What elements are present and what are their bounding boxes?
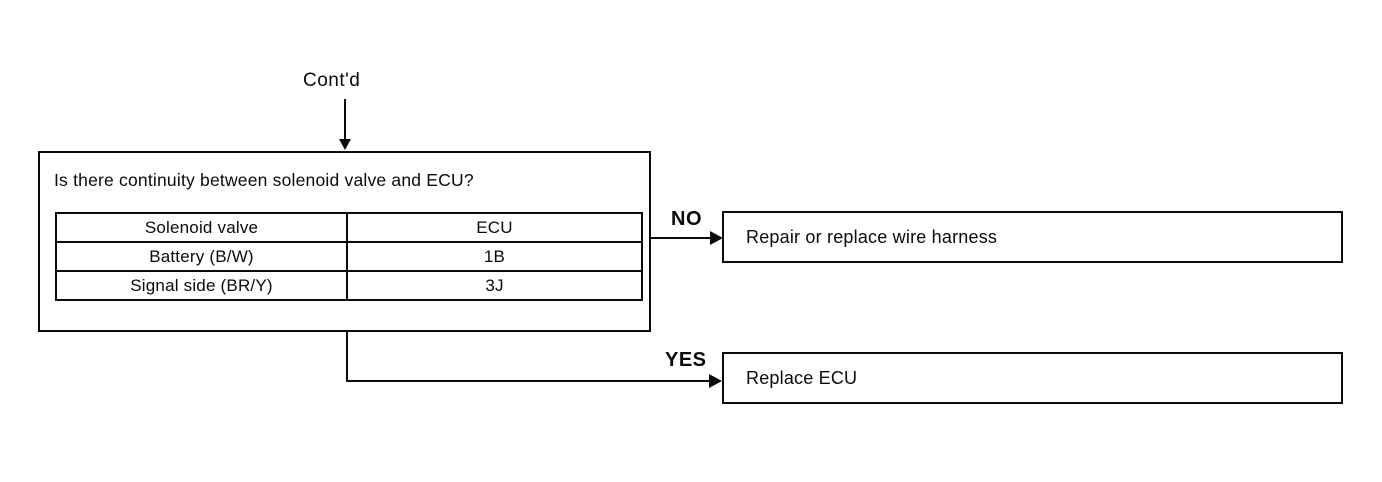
- continuity-table: Solenoid valve ECU Battery (B/W) 1B Sign…: [55, 212, 643, 301]
- table-cell-3j: 3J: [346, 270, 643, 301]
- replace-action-text: Replace ECU: [746, 367, 858, 388]
- question-node: Is there continuity between solenoid val…: [38, 151, 651, 332]
- yes-branch-label: YES: [665, 349, 707, 371]
- table-header-ecu: ECU: [346, 212, 643, 243]
- table-cell-battery: Battery (B/W): [55, 241, 348, 272]
- yes-connector-line-horizontal: [346, 380, 711, 382]
- arrowhead-down-icon: [339, 139, 351, 150]
- table-cell-1b: 1B: [346, 241, 643, 272]
- continued-connector-line: [344, 99, 346, 142]
- yes-connector-line-vertical: [346, 332, 348, 382]
- question-text: Is there continuity between solenoid val…: [54, 170, 474, 190]
- continued-label: Cont'd: [303, 70, 361, 91]
- action-node-repair: Repair or replace wire harness: [722, 211, 1343, 263]
- table-row: Signal side (BR/Y) 3J: [55, 270, 643, 301]
- action-node-replace: Replace ECU: [722, 352, 1343, 404]
- no-branch-label: NO: [671, 208, 702, 230]
- table-header-solenoid-valve: Solenoid valve: [55, 212, 348, 243]
- table-cell-signal-side: Signal side (BR/Y): [55, 270, 348, 301]
- arrowhead-right-icon: [709, 374, 722, 388]
- repair-action-text: Repair or replace wire harness: [746, 226, 998, 247]
- arrowhead-right-icon: [710, 231, 723, 245]
- table-row: Battery (B/W) 1B: [55, 241, 643, 272]
- table-header-row: Solenoid valve ECU: [55, 212, 643, 243]
- no-connector-line: [651, 237, 712, 239]
